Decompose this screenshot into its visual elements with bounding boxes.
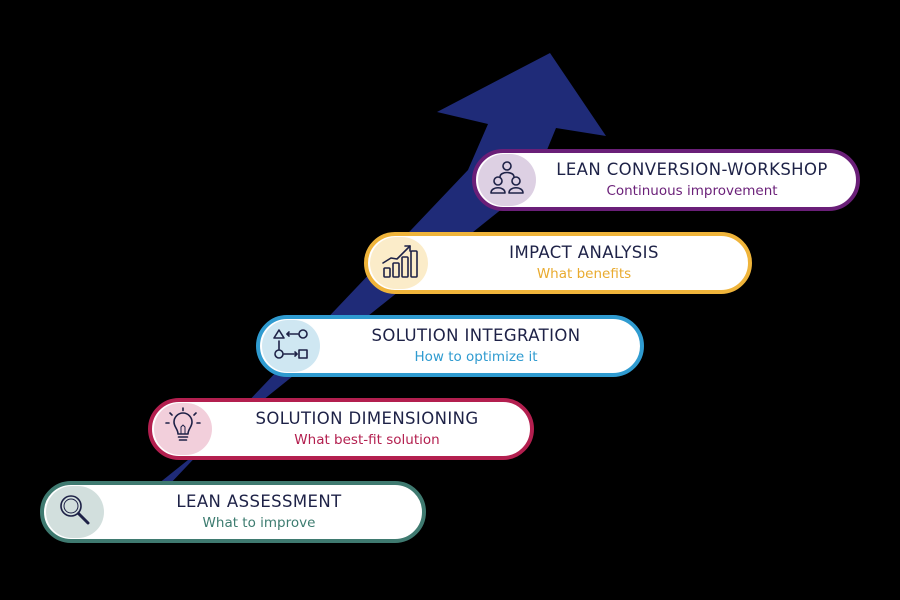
step-subtitle: What to improve [202, 515, 316, 531]
step-icon-badge [154, 403, 212, 455]
step-icon-badge [478, 154, 536, 206]
step-icon-badge [46, 486, 104, 538]
lightbulb-icon [163, 406, 203, 452]
magnifier-icon [55, 490, 95, 535]
step-title: LEAN ASSESSMENT [176, 492, 342, 511]
step-solution-integration: SOLUTION INTEGRATION How to optimize it [256, 315, 644, 377]
step-subtitle: What benefits [536, 266, 632, 282]
flow-diagram-icon [271, 324, 311, 369]
step-subtitle: Continuous improvement [606, 183, 778, 199]
step-title: LEAN CONVERSION-WORKSHOP [556, 160, 828, 179]
step-title: SOLUTION INTEGRATION [371, 326, 581, 345]
step-lean-assessment: LEAN ASSESSMENT What to improve [40, 481, 426, 543]
team-icon [487, 158, 527, 203]
step-subtitle: How to optimize it [414, 349, 538, 365]
step-solution-dimensioning: SOLUTION DIMENSIONING What best-fit solu… [148, 398, 534, 460]
growth-chart-icon [379, 241, 419, 286]
step-subtitle: What best-fit solution [294, 432, 440, 448]
step-impact-analysis: IMPACT ANALYSIS What benefits [364, 232, 752, 294]
step-lean-conversion-workshop: LEAN CONVERSION-WORKSHOP Continuous impr… [472, 149, 860, 211]
step-icon-badge [262, 320, 320, 372]
step-title: SOLUTION DIMENSIONING [255, 409, 479, 428]
step-title: IMPACT ANALYSIS [509, 243, 659, 262]
step-icon-badge [370, 237, 428, 289]
